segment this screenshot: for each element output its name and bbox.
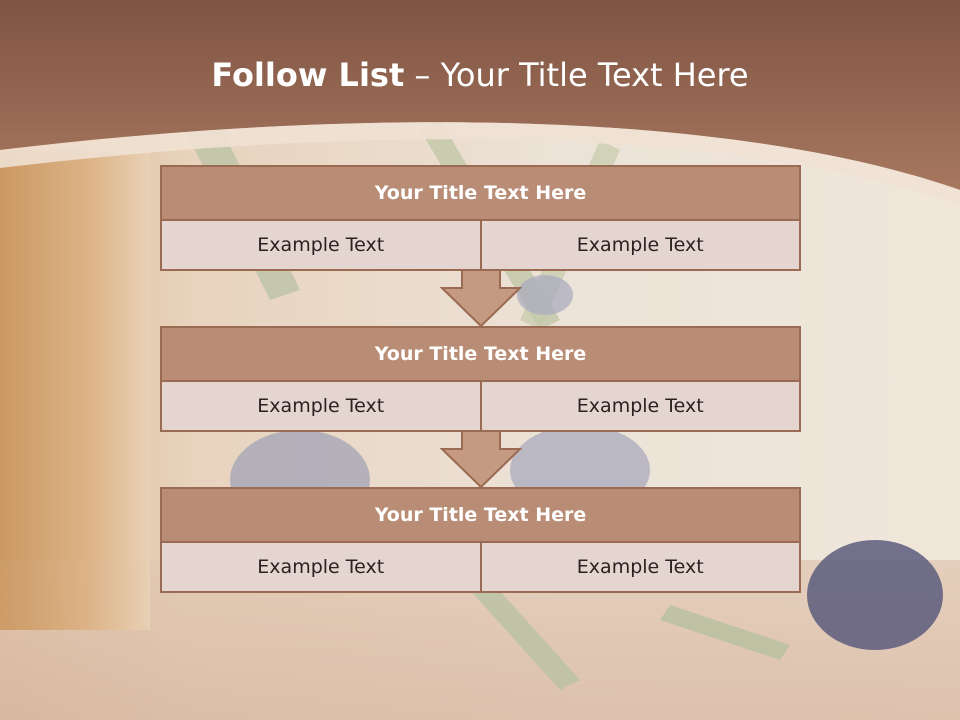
bottle-shape — [0, 150, 150, 630]
list-block-2: Your Title Text Here Example Text Exampl… — [160, 326, 801, 432]
block-title[interactable]: Your Title Text Here — [160, 165, 801, 221]
list-block-3: Your Title Text Here Example Text Exampl… — [160, 487, 801, 593]
block-cell-right[interactable]: Example Text — [481, 221, 801, 271]
block-cell-left[interactable]: Example Text — [160, 543, 482, 593]
block-cell-right[interactable]: Example Text — [481, 543, 801, 593]
slide-title-lead: Follow List — [211, 56, 405, 94]
block-title[interactable]: Your Title Text Here — [160, 326, 801, 382]
block-title[interactable]: Your Title Text Here — [160, 487, 801, 543]
block-row: Example Text Example Text — [160, 543, 801, 593]
olive-right — [807, 540, 943, 650]
down-arrow-icon — [440, 269, 522, 328]
down-arrow-icon — [440, 430, 522, 489]
block-cell-left[interactable]: Example Text — [160, 221, 482, 271]
block-row: Example Text Example Text — [160, 382, 801, 432]
block-row: Example Text Example Text — [160, 221, 801, 271]
slide-title: Follow List – Your Title Text Here — [0, 56, 960, 94]
block-cell-left[interactable]: Example Text — [160, 382, 482, 432]
block-cell-right[interactable]: Example Text — [481, 382, 801, 432]
list-block-1: Your Title Text Here Example Text Exampl… — [160, 165, 801, 271]
slide-title-rest: – Your Title Text Here — [404, 56, 749, 94]
